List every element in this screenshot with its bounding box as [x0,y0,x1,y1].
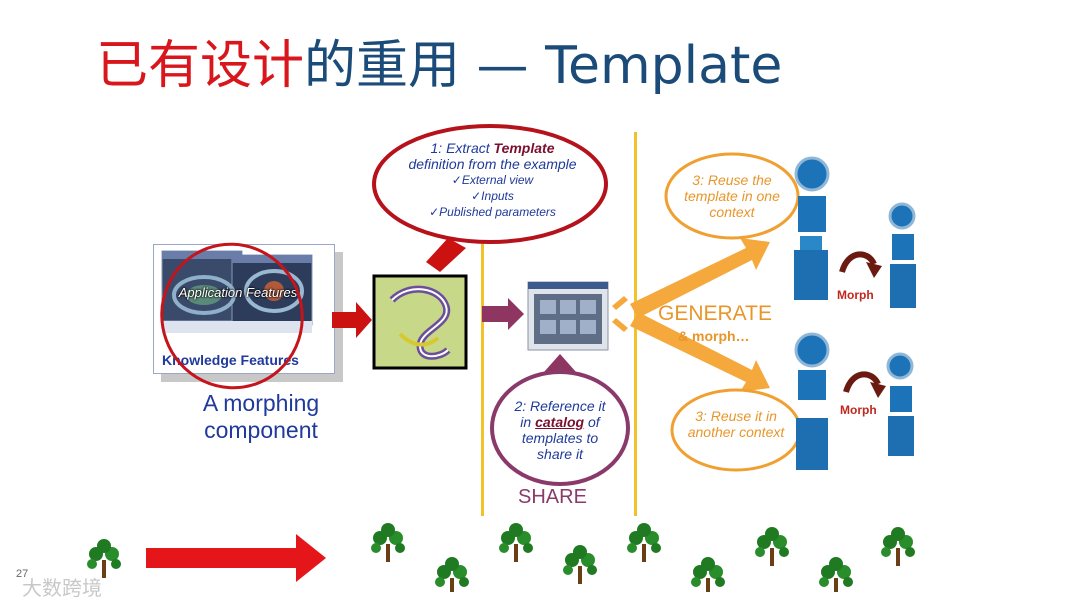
morphing-component-caption: A morphing component [202,390,320,443]
page-number: 27 [16,568,29,580]
extract-bubble-text: 1: Extract Template definition from the … [385,140,600,220]
tree-icon [435,557,469,592]
reference-line2-suffix: of [584,414,600,430]
tree-icon [87,539,121,578]
application-features-label: Application Features [178,285,298,300]
reference-line4: share it [537,446,583,462]
generate-arrow-down [630,312,770,392]
part-bottom-large [794,332,830,470]
part-bottom-small [886,352,914,456]
reference-line2-bold: catalog [535,414,585,430]
share-label: SHARE [518,486,587,508]
extract-bubble-pointer [426,238,466,272]
screenshot-thumbnails [161,250,313,333]
reference-line3: templates to [521,430,599,446]
extract-item-external-view: ✓External view [451,173,534,187]
extract-item-published-parameters: ✓Published parameters [429,205,556,219]
title-blue-part: 的重用 — Template [304,36,783,96]
big-red-arrow [146,534,326,582]
extract-item-inputs: ✓Inputs [471,189,514,203]
reference-line1: 2: Reference it [514,398,606,414]
tree-icon [371,523,405,562]
tree-icon [691,557,725,592]
arrow-to-template [332,302,372,338]
generate-arrow-up [630,238,770,318]
tree-icon [627,523,661,562]
slide-title: 已有设计的重用 — Template [96,30,782,102]
watermark: 大数跨境 [22,572,102,601]
title-red-part: 已有设计 [96,36,305,96]
reference-bubble-text: 2: Reference it in catalog of templates … [500,398,620,462]
arrow-to-catalog [482,298,524,330]
generate-subtitle: & morph… [678,328,750,344]
knowledge-features-label: Knowledge Features [162,352,299,368]
tree-icon [881,527,915,566]
extract-line1-prefix: 1: Extract [430,140,494,156]
divider-line-left [481,132,484,516]
tree-icon [499,523,533,562]
morph-arrow-1 [839,251,877,274]
reuse-one-bubble-text: 3: Reuse the template in one context [684,172,780,220]
tree-icon [563,545,597,584]
reference-line2-prefix: in [520,414,536,430]
extract-bubble [372,124,608,244]
highlight-ellipse [160,242,304,390]
tree-icon [755,527,789,566]
extract-line1-bold: Template [493,140,555,156]
generate-label: GENERATE [658,302,772,325]
part-top-small [888,202,916,308]
knowledge-features-card [153,244,335,374]
tree-icon [819,557,853,592]
morph-label-bottom: Morph [840,403,877,417]
template-icon [372,274,468,370]
morph-label-top: Morph [837,288,874,302]
part-top-large [794,156,830,300]
reuse-another-bubble-text: 3: Reuse it in another context [687,408,785,440]
catalog-screenshot [527,281,609,351]
reference-bubble [490,370,630,486]
watermark-text: 大数跨境 [22,578,102,600]
morph-arrow-2 [843,371,881,394]
extract-line2: definition from the example [408,156,577,172]
